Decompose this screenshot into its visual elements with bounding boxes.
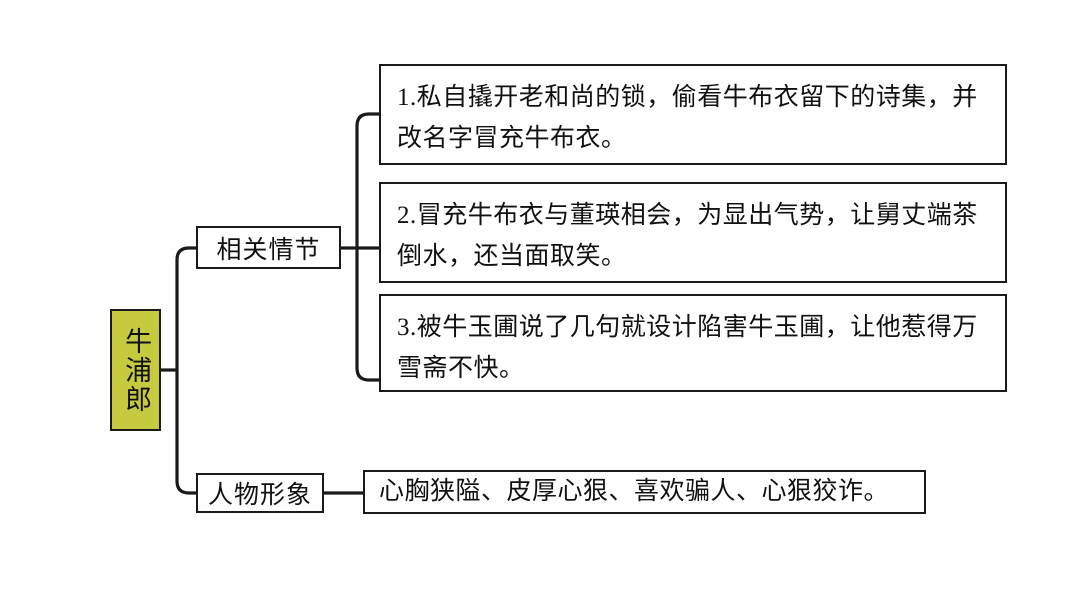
connector-root-bracket-lower bbox=[175, 370, 196, 495]
detail-box-plot-2[interactable]: 2.冒充牛布衣与董瑛相会，为显出气势，让舅丈端茶倒水，还当面取笑。 bbox=[379, 182, 1007, 283]
root-node-label: 牛浦郎 bbox=[121, 326, 152, 414]
branch-node-plot[interactable]: 相关情节 bbox=[196, 226, 341, 269]
detail-box-plot-1-text: 1.私自撬开老和尚的锁，偷看牛布衣留下的诗集，并改名字冒充牛布衣。 bbox=[397, 84, 978, 152]
branch-node-character-label: 人物形象 bbox=[207, 482, 312, 509]
detail-box-plot-1[interactable]: 1.私自撬开老和尚的锁，偷看牛布衣留下的诗集，并改名字冒充牛布衣。 bbox=[379, 64, 1007, 165]
connector-plot-bracket-3 bbox=[355, 248, 379, 382]
detail-box-plot-2-text: 2.冒充牛布衣与董瑛相会，为显出气势，让舅丈端茶倒水，还当面取笑。 bbox=[397, 202, 978, 270]
branch-node-character[interactable]: 人物形象 bbox=[196, 473, 324, 513]
connector-plot-bracket-1 bbox=[355, 112, 379, 248]
detail-box-plot-3-text: 3.被牛玉圃说了几句就设计陷害牛玉圃，让他惹得万雪斋不快。 bbox=[397, 314, 978, 382]
detail-box-character-1[interactable]: 心胸狭隘、皮厚心狠、喜欢骗人、心狠狡诈。 bbox=[363, 470, 926, 514]
root-node-niupulang[interactable]: 牛浦郎 bbox=[110, 309, 161, 431]
branch-node-plot-label: 相关情节 bbox=[216, 236, 321, 264]
connector-root-bracket bbox=[175, 246, 196, 370]
detail-box-character-1-text: 心胸狭隘、皮厚心狠、喜欢骗人、心狠狡诈。 bbox=[379, 478, 890, 505]
detail-box-plot-3[interactable]: 3.被牛玉圃说了几句就设计陷害牛玉圃，让他惹得万雪斋不快。 bbox=[379, 294, 1007, 392]
